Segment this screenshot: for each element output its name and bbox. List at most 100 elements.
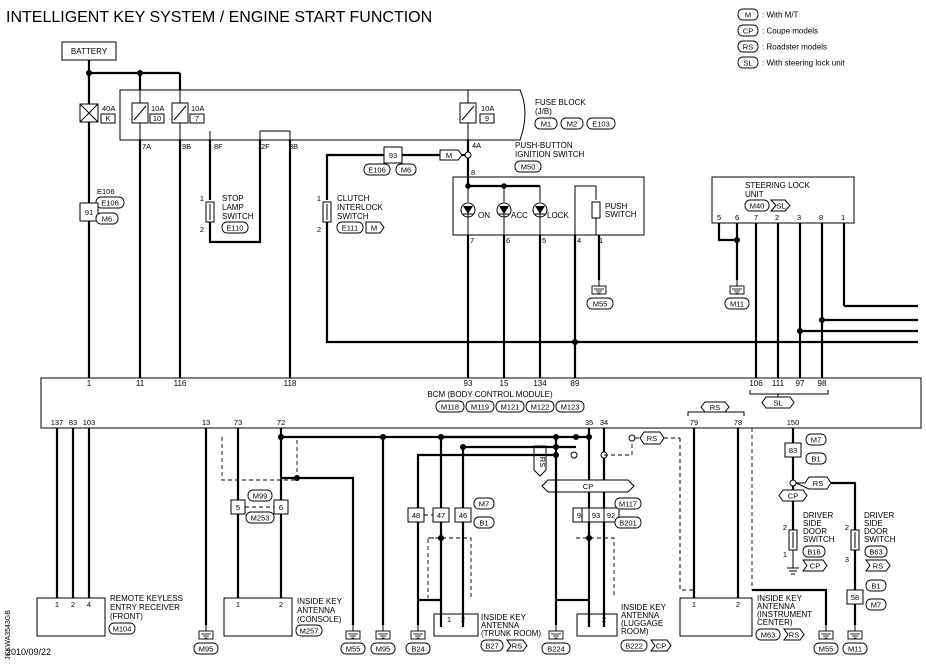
svg-text:B16: B16 — [807, 548, 820, 557]
svg-text:72: 72 — [277, 418, 285, 427]
svg-text:CP: CP — [810, 562, 820, 571]
svg-text:1: 1 — [236, 600, 240, 609]
svg-text:(CONSOLE): (CONSOLE) — [297, 615, 342, 624]
svg-text:1: 1 — [692, 600, 696, 609]
diagram-date: 2010/09/22 — [6, 647, 51, 657]
legend-text-sl: : With steering lock unit — [762, 59, 845, 68]
svg-text:M253: M253 — [251, 514, 270, 523]
svg-text:K: K — [105, 114, 110, 123]
legend-code-sl: SL — [743, 59, 752, 68]
svg-text:M: M — [371, 224, 377, 233]
svg-text:6: 6 — [735, 213, 739, 222]
svg-text:79: 79 — [690, 418, 698, 427]
driver-door-switch-cp: 2 1 DRIVER SIDE DOOR SWITCH B16 CP — [783, 511, 835, 575]
svg-text:CLUTCH: CLUTCH — [337, 194, 370, 203]
fuse-block-conn-m1: M1 — [541, 120, 551, 129]
svg-text:SWITCH: SWITCH — [605, 210, 637, 219]
svg-text:M6: M6 — [401, 166, 411, 175]
driver-door-switch-rs: 2 3 DRIVER SIDE DOOR SWITCH B63 RS — [845, 511, 896, 572]
push-switch: PUSH SWITCH — [574, 185, 637, 235]
steering-lock-unit-box — [711, 176, 855, 224]
svg-text:2: 2 — [200, 225, 204, 234]
svg-text:93: 93 — [464, 379, 473, 388]
ground-m55-b: M55 — [819, 645, 834, 654]
svg-text:106: 106 — [749, 379, 763, 388]
svg-text:7: 7 — [754, 213, 758, 222]
luggage-conn: B222 — [625, 642, 643, 651]
ground-m95-a: M95 — [199, 645, 214, 654]
svg-text:40A: 40A — [102, 104, 115, 113]
svg-text:(LUGGAGE: (LUGGAGE — [621, 619, 663, 628]
svg-text:118: 118 — [284, 379, 297, 388]
battery-label: BATTERY — [71, 47, 108, 56]
svg-text:2: 2 — [461, 615, 465, 624]
svg-text:M122: M122 — [531, 403, 550, 412]
legend-text-m: : With M/T — [762, 11, 799, 20]
svg-text:1: 1 — [841, 213, 845, 222]
svg-text:INTERLOCK: INTERLOCK — [337, 203, 383, 212]
diagram-code: JCKWA3543GB — [5, 610, 12, 660]
fuse-40a: 40A K — [79, 103, 116, 124]
j91-conn-m6: M6 — [102, 215, 112, 224]
svg-text:CENTER): CENTER) — [757, 618, 793, 627]
svg-text:48: 48 — [412, 511, 420, 520]
svg-text:M119: M119 — [471, 403, 489, 412]
svg-text:B1: B1 — [871, 582, 880, 591]
svg-text:3: 3 — [797, 213, 801, 222]
svg-text:6: 6 — [506, 236, 510, 245]
svg-text:7: 7 — [195, 114, 199, 123]
joint-91: 91 — [85, 208, 93, 217]
instrument-conn: M63 — [761, 631, 776, 640]
legend: M : With M/T CP : Coupe models RS : Road… — [737, 8, 845, 69]
svg-text:2: 2 — [736, 600, 740, 609]
ignition-name2: IGNITION SWITCH — [515, 150, 585, 159]
steering-lock-name2: UNIT — [745, 190, 764, 199]
svg-text:RS: RS — [813, 479, 823, 488]
inside-key-antenna-trunk — [433, 613, 479, 637]
svg-text:1: 1 — [587, 615, 591, 624]
inside-key-antenna-instrument — [679, 597, 753, 637]
legend-text-rs: : Roadster models — [762, 43, 827, 52]
svg-text:4: 4 — [87, 600, 91, 609]
svg-text:ANTENNA: ANTENNA — [297, 606, 336, 615]
svg-text:98: 98 — [818, 379, 827, 388]
svg-text:INSIDE KEY: INSIDE KEY — [757, 594, 803, 603]
svg-text:1: 1 — [599, 236, 603, 245]
svg-text:RS: RS — [789, 631, 799, 640]
svg-text:3: 3 — [845, 555, 849, 564]
svg-text:INSIDE KEY: INSIDE KEY — [621, 603, 667, 612]
fuse-block-sub: (J/B) — [535, 107, 552, 116]
svg-text:DRIVER: DRIVER — [864, 511, 894, 520]
svg-text:1: 1 — [447, 615, 451, 624]
legend-text-cp: : Coupe models — [762, 27, 818, 36]
svg-text:E106: E106 — [97, 187, 115, 196]
svg-text:ANTENNA: ANTENNA — [481, 621, 520, 630]
ignition-pos-acc: ACC — [496, 186, 528, 220]
svg-text:ACC: ACC — [511, 211, 528, 220]
clutch-interlock-switch: 1 2 CLUTCH INTERLOCK SWITCH E111 M — [317, 194, 385, 234]
svg-text:SWITCH: SWITCH — [864, 535, 896, 544]
svg-text:RS: RS — [512, 642, 522, 651]
svg-text:10A: 10A — [151, 104, 164, 113]
svg-text:92: 92 — [607, 511, 615, 520]
svg-text:REMOTE KEYLESS: REMOTE KEYLESS — [110, 594, 183, 603]
legend-code-cp: CP — [743, 27, 753, 36]
steering-lock-ground: M11 — [730, 300, 744, 309]
ignition-conn: M50 — [521, 163, 536, 172]
j91-conn-e106: E106 — [101, 199, 119, 208]
legend-code-m: M — [745, 11, 751, 20]
fuse-block-outline — [119, 89, 526, 141]
svg-text:(TRUNK ROOM): (TRUNK ROOM) — [481, 629, 541, 638]
svg-text:SWITCH: SWITCH — [803, 535, 835, 544]
svg-text:78: 78 — [734, 418, 742, 427]
trunk-rs-tag: RS — [538, 457, 547, 467]
svg-text:11: 11 — [136, 379, 145, 388]
svg-text:13: 13 — [202, 418, 210, 427]
svg-text:RS: RS — [647, 434, 657, 443]
fuse-10a-10: 10A 10 — [131, 102, 165, 124]
svg-text:LOCK: LOCK — [547, 211, 569, 220]
svg-text:LAMP: LAMP — [222, 203, 244, 212]
svg-text:3B: 3B — [289, 142, 298, 151]
svg-text:ENTRY RECEIVER: ENTRY RECEIVER — [110, 603, 180, 612]
trunk-conn: B27 — [485, 642, 498, 651]
